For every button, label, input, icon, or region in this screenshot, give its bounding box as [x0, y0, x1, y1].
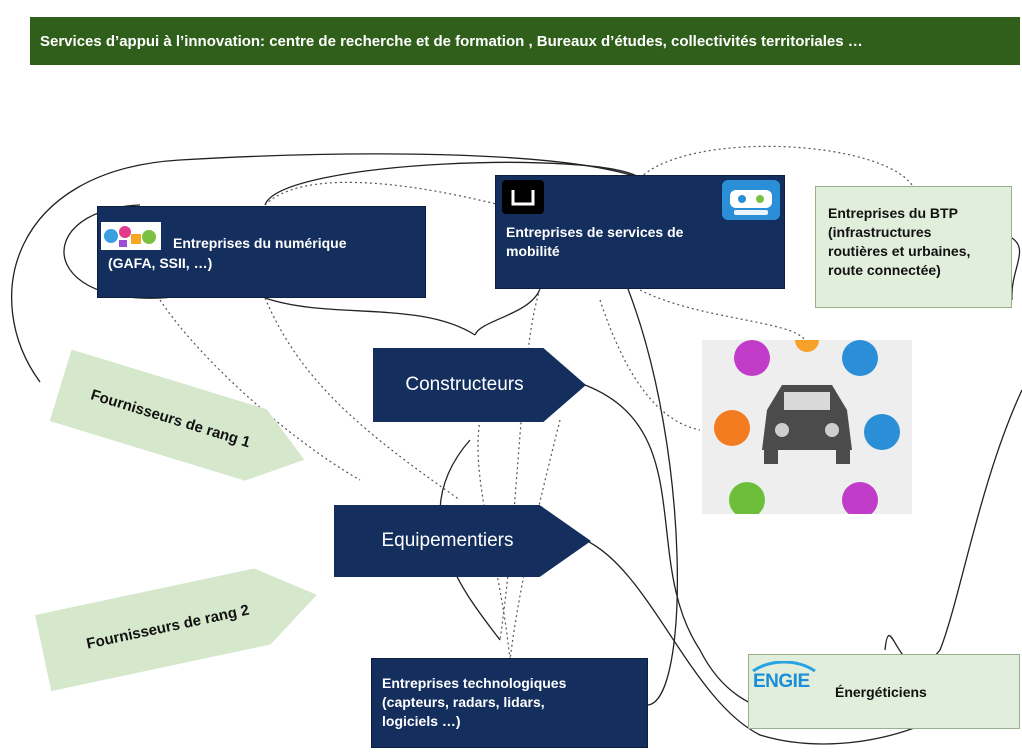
engie-logo-text: ENGIE — [753, 671, 810, 692]
btp-line3: routières et urbaines, — [828, 243, 971, 259]
equipementiers-label: Equipementiers — [381, 530, 514, 551]
node-energeticiens: ENGIE Énergéticiens — [748, 654, 1020, 729]
mobilite-title: Entreprises de services de — [506, 224, 684, 240]
dotted-link — [264, 181, 501, 206]
uber-logo-icon — [502, 180, 544, 214]
solid-link — [627, 288, 679, 706]
solid-link — [11, 153, 641, 383]
engie-logo: ENGIE — [751, 661, 817, 692]
connected-car-illustration — [702, 340, 912, 514]
rang2-label: Fournisseurs de rang 2 — [84, 601, 251, 653]
solid-link — [264, 297, 476, 336]
tech-line1: Entreprises technologiques — [382, 675, 567, 691]
digital-collage-icon — [101, 222, 161, 250]
tech-line2: (capteurs, radars, lidars, — [382, 694, 545, 710]
node-entreprises-technologiques: Entreprises technologiques (capteurs, ra… — [371, 658, 648, 748]
solid-link — [264, 161, 641, 206]
btp-line2: (infrastructures — [828, 224, 932, 240]
btp-line4: route connectée) — [828, 262, 941, 278]
node-entreprises-btp: Entreprises du BTP (infrastructures rout… — [815, 186, 1012, 308]
solid-link — [1011, 237, 1021, 301]
dotted-link — [639, 145, 913, 186]
blablacar-logo-icon — [722, 180, 780, 220]
arrow-equipementiers: Equipementiers — [334, 505, 591, 577]
energeticiens-label: Énergéticiens — [835, 684, 927, 700]
tech-line3: logiciels …) — [382, 713, 461, 729]
node-services-mobilite: Entreprises de services de mobilité — [495, 175, 785, 289]
innovation-services-banner: Services d’appui à l’innovation: centre … — [30, 17, 1020, 65]
constructeurs-label: Constructeurs — [405, 374, 524, 395]
numerique-title: Entreprises du numérique — [173, 235, 347, 251]
btp-line1: Entreprises du BTP — [828, 205, 958, 221]
dotted-link — [509, 419, 561, 661]
dotted-link — [499, 288, 541, 641]
mobilite-subtitle: mobilité — [506, 243, 560, 259]
solid-link — [884, 389, 1022, 666]
solid-link — [474, 288, 541, 336]
banner-text: Services d’appui à l’innovation: centre … — [40, 32, 863, 50]
dotted-link — [599, 299, 701, 431]
numerique-subtitle: (GAFA, SSII, …) — [108, 255, 213, 271]
node-entreprises-numerique: Entreprises du numérique (GAFA, SSII, …) — [97, 206, 426, 298]
dotted-link — [639, 289, 806, 341]
arrow-constructeurs: Constructeurs — [373, 348, 586, 422]
